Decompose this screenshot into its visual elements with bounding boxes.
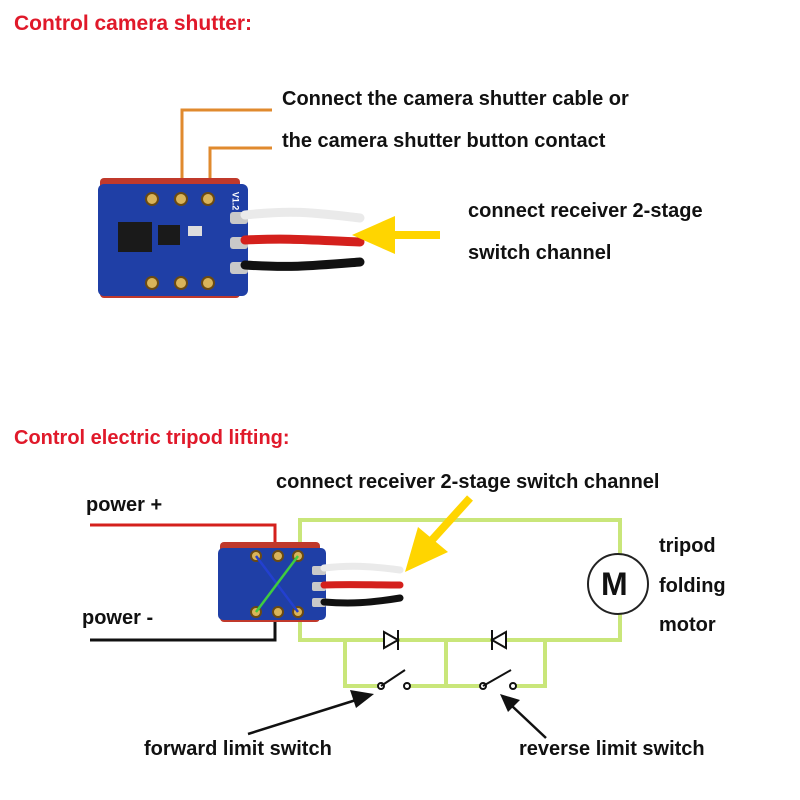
motor-letter: M bbox=[601, 566, 628, 602]
forward-switch-pointer bbox=[247, 690, 374, 736]
section2-title: Control electric tripod lifting: bbox=[14, 427, 290, 449]
reverse-switch-pointer bbox=[500, 694, 547, 739]
forward-limit-switch-symbol bbox=[377, 669, 411, 690]
receiver-label-bottom: connect receiver 2-stage switch channel bbox=[276, 471, 660, 493]
forward-limit-switch-label: forward limit switch bbox=[144, 738, 332, 760]
pcb-module-bottom bbox=[218, 542, 404, 622]
receiver-arrow-top bbox=[352, 216, 440, 254]
reverse-limit-switch-label: reverse limit switch bbox=[519, 738, 705, 760]
diode-forward bbox=[383, 630, 401, 650]
receiver-label-line1: connect receiver 2-stage bbox=[468, 200, 703, 222]
section1-title: Control camera shutter: bbox=[14, 12, 253, 35]
receiver-label-line2: switch channel bbox=[468, 242, 612, 264]
receiver-arrow-bottom bbox=[405, 495, 473, 572]
motor-label-line3: motor bbox=[659, 614, 716, 636]
pcb-module-top bbox=[98, 178, 365, 298]
power-plus-label: power + bbox=[86, 494, 163, 516]
motor-label-line2: folding bbox=[659, 575, 726, 597]
diode-reverse bbox=[489, 630, 507, 650]
shutter-note-line2: the camera shutter button contact bbox=[282, 130, 606, 152]
reverse-limit-switch-symbol bbox=[479, 669, 517, 690]
board-marking: V1.2 bbox=[230, 191, 241, 211]
shutter-leads bbox=[180, 108, 272, 180]
motor-label-line1: tripod bbox=[659, 535, 716, 557]
power-minus-label: power - bbox=[82, 607, 154, 629]
shutter-note-line1: Connect the camera shutter cable or bbox=[282, 88, 629, 110]
motor-symbol bbox=[587, 553, 649, 615]
